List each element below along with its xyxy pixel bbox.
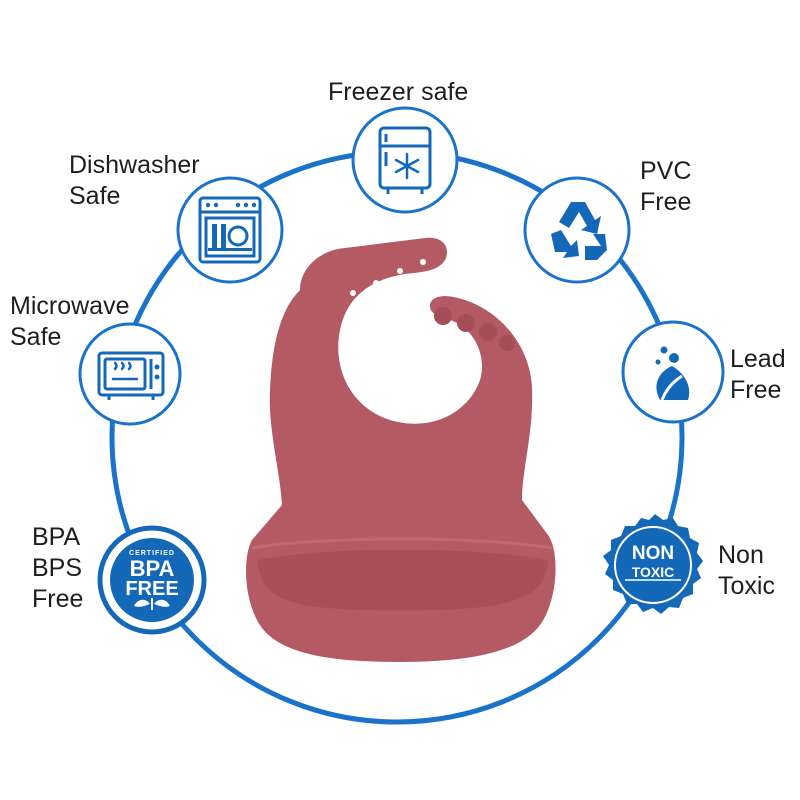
bpa-free-seal-text: CERTIFIED BPA FREE [94,522,210,638]
freezer-icon [378,126,432,194]
seal-non-text: NON [631,543,675,564]
seal-free-text: FREE [125,578,179,600]
bpa-free-seal-icon [97,525,207,635]
leaf-drop-icon [655,346,690,401]
silicone-bib-image [246,237,556,662]
pvc-free-label: PVC Free [640,157,692,216]
seal-certified-text: CERTIFIED [129,550,175,557]
non-toxic-label: Non Toxic [718,541,775,600]
dishwasher-icon [198,196,262,264]
recycle-icon [551,202,607,260]
non-toxic-seal-text: NON TOXIC [597,510,709,626]
dishwasher-safe-label: Dishwasher Safe [69,151,200,210]
microwave-safe-label: Microwave Safe [10,292,130,351]
seal-toxic-text: TOXIC [631,564,675,580]
lead-free-label: Lead Free [730,345,786,404]
non-toxic-seal-icon [603,514,703,614]
microwave-icon [97,351,165,400]
seal-bpa-text: BPA [129,556,175,581]
bpa-bps-free-label: BPA BPS Free [32,523,84,613]
freezer-safe-label: Freezer safe [328,78,469,106]
